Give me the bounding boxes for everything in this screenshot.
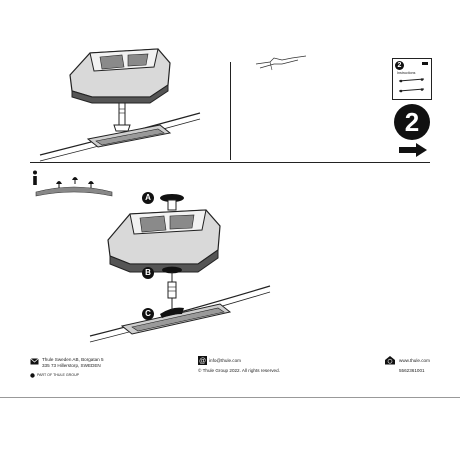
info-icon bbox=[33, 170, 37, 185]
group-label: PART OF THULE GROUP bbox=[37, 373, 80, 377]
document-number: 5562361001 bbox=[399, 368, 425, 373]
thumbnail-bars-icon bbox=[398, 78, 425, 93]
foot-bolt bbox=[113, 101, 131, 132]
rail-detail-sketch bbox=[255, 55, 307, 71]
section-divider bbox=[30, 162, 430, 163]
top-screw bbox=[160, 194, 184, 211]
foot-pack bbox=[69, 48, 171, 104]
clamp-bolt bbox=[167, 281, 177, 310]
thumbnail-step-badge: 2 bbox=[395, 61, 404, 70]
contact-email[interactable]: info@thule.com bbox=[209, 358, 241, 363]
page-bottom-rule bbox=[0, 397, 460, 398]
thule-group-badge: PART OF THULE GROUP bbox=[30, 372, 79, 378]
foot-mounting-illustration-top bbox=[39, 48, 201, 162]
arrow-right-icon bbox=[399, 143, 427, 157]
callout-b: B bbox=[142, 267, 154, 279]
panel-divider bbox=[230, 62, 231, 160]
envelope-icon bbox=[30, 358, 39, 365]
foot-assembly-illustration bbox=[89, 194, 271, 343]
instruction-thumbnail: 2 Instructions bbox=[392, 58, 432, 100]
copyright-notice: © Thule Group 2022. All rights reserved. bbox=[198, 368, 280, 373]
globe-house-icon bbox=[385, 356, 395, 365]
company-address-line2: 335 73 Hillerstorp, SWEDEN bbox=[42, 363, 101, 368]
thumbnail-caption: Instructions bbox=[397, 71, 416, 75]
svg-text:@: @ bbox=[199, 358, 206, 365]
washer bbox=[162, 266, 182, 282]
roof-rail-slot bbox=[86, 124, 172, 148]
step-number-badge: 2 bbox=[394, 104, 430, 140]
website-link[interactable]: www.thule.com bbox=[399, 358, 430, 363]
at-sign-icon: @ bbox=[198, 356, 207, 365]
foot-pack-main bbox=[107, 209, 221, 273]
roof-rail-slot-main bbox=[120, 303, 232, 335]
callout-a: A bbox=[142, 192, 154, 204]
roof-profile-illustration bbox=[35, 177, 113, 197]
callout-c: C bbox=[142, 308, 154, 320]
thule-group-logo bbox=[30, 372, 35, 378]
thumbnail-tab-mark bbox=[422, 62, 428, 65]
company-address-line1: Thule Sweden AB, Borgatan 5 bbox=[42, 357, 104, 362]
